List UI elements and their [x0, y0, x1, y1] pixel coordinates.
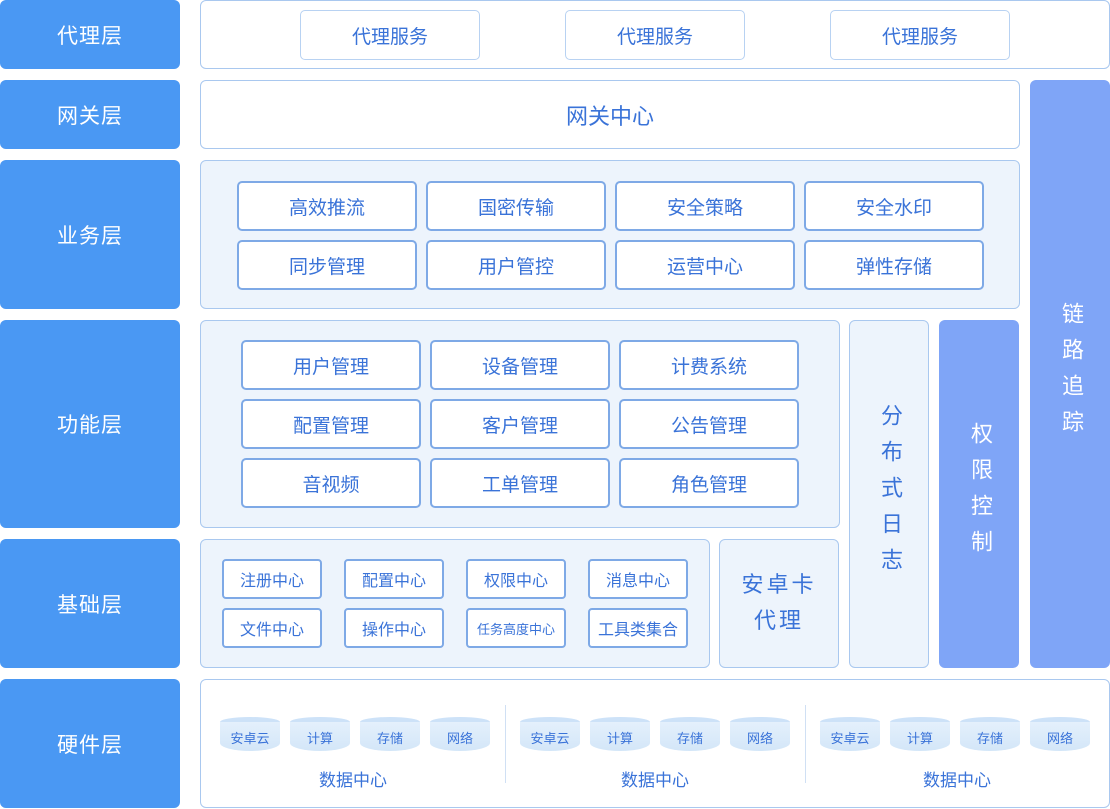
database-icon: 计算 [890, 717, 950, 751]
function-item: 音视频 [241, 458, 421, 508]
database-icon: 网络 [430, 717, 490, 751]
base-item: 任务高度中心 [466, 608, 566, 648]
database-icon: 存储 [960, 717, 1020, 751]
database-icon: 网络 [1030, 717, 1090, 751]
base-item: 操作中心 [344, 608, 444, 648]
business-item: 弹性存储 [804, 240, 984, 290]
base-item: 消息中心 [588, 559, 688, 599]
android-card-proxy: 安卓卡 代理 [719, 539, 839, 668]
database-icon: 安卓云 [820, 717, 880, 751]
base-item: 权限中心 [466, 559, 566, 599]
data-center-title: 数据中心 [621, 771, 689, 791]
business-item: 用户管控 [426, 240, 606, 290]
trace-column: 链路追踪 [1030, 80, 1110, 668]
function-item: 工单管理 [430, 458, 610, 508]
data-center-item: 计算 [590, 722, 650, 751]
data-center-title: 数据中心 [319, 771, 387, 791]
distributed-log-column: 分布式日志 [849, 320, 929, 668]
business-item: 运营中心 [615, 240, 795, 290]
business-item: 安全策略 [615, 181, 795, 231]
database-icon: 安卓云 [220, 717, 280, 751]
data-center-item: 存储 [660, 722, 720, 751]
function-item: 计费系统 [619, 340, 799, 390]
android-card-line2: 代理 [753, 608, 804, 634]
database-icon: 计算 [290, 717, 350, 751]
function-item: 设备管理 [430, 340, 610, 390]
function-item: 配置管理 [241, 399, 421, 449]
function-item: 客户管理 [430, 399, 610, 449]
layer-label-base: 基础层 [0, 539, 180, 668]
layer-label-business: 业务层 [0, 160, 180, 309]
data-center-item: 计算 [290, 722, 350, 751]
data-center-divider [505, 705, 506, 783]
data-center-item: 网络 [430, 722, 490, 751]
data-center-item: 安卓云 [520, 722, 580, 751]
data-center-item: 网络 [730, 722, 790, 751]
database-icon: 存储 [360, 717, 420, 751]
proxy-service-box: 代理服务 [565, 10, 745, 60]
permission-control-column: 权限控制 [939, 320, 1019, 668]
database-icon: 计算 [590, 717, 650, 751]
gateway-center: 网关中心 [200, 80, 1020, 149]
function-item: 公告管理 [619, 399, 799, 449]
layer-label-gateway: 网关层 [0, 80, 180, 149]
proxy-service-box: 代理服务 [830, 10, 1010, 60]
data-center-title: 数据中心 [923, 771, 991, 791]
proxy-service-box: 代理服务 [300, 10, 480, 60]
data-center-item: 存储 [960, 722, 1020, 751]
business-item: 高效推流 [237, 181, 417, 231]
business-item: 安全水印 [804, 181, 984, 231]
hardware-panel [200, 679, 1110, 808]
android-card-line1: 安卓卡 [741, 572, 817, 598]
database-icon: 存储 [660, 717, 720, 751]
base-item: 文件中心 [222, 608, 322, 648]
layer-label-proxy: 代理层 [0, 0, 180, 69]
data-center-item: 计算 [890, 722, 950, 751]
base-item: 配置中心 [344, 559, 444, 599]
business-item: 国密传输 [426, 181, 606, 231]
function-item: 用户管理 [241, 340, 421, 390]
base-item: 注册中心 [222, 559, 322, 599]
data-center-item: 网络 [1030, 722, 1090, 751]
data-center-item: 存储 [360, 722, 420, 751]
layer-label-hardware: 硬件层 [0, 679, 180, 808]
data-center-divider [805, 705, 806, 783]
base-item: 工具类集合 [588, 608, 688, 648]
data-center-item: 安卓云 [220, 722, 280, 751]
function-item: 角色管理 [619, 458, 799, 508]
database-icon: 安卓云 [520, 717, 580, 751]
database-icon: 网络 [730, 717, 790, 751]
layer-label-function: 功能层 [0, 320, 180, 528]
data-center-item: 安卓云 [820, 722, 880, 751]
business-item: 同步管理 [237, 240, 417, 290]
